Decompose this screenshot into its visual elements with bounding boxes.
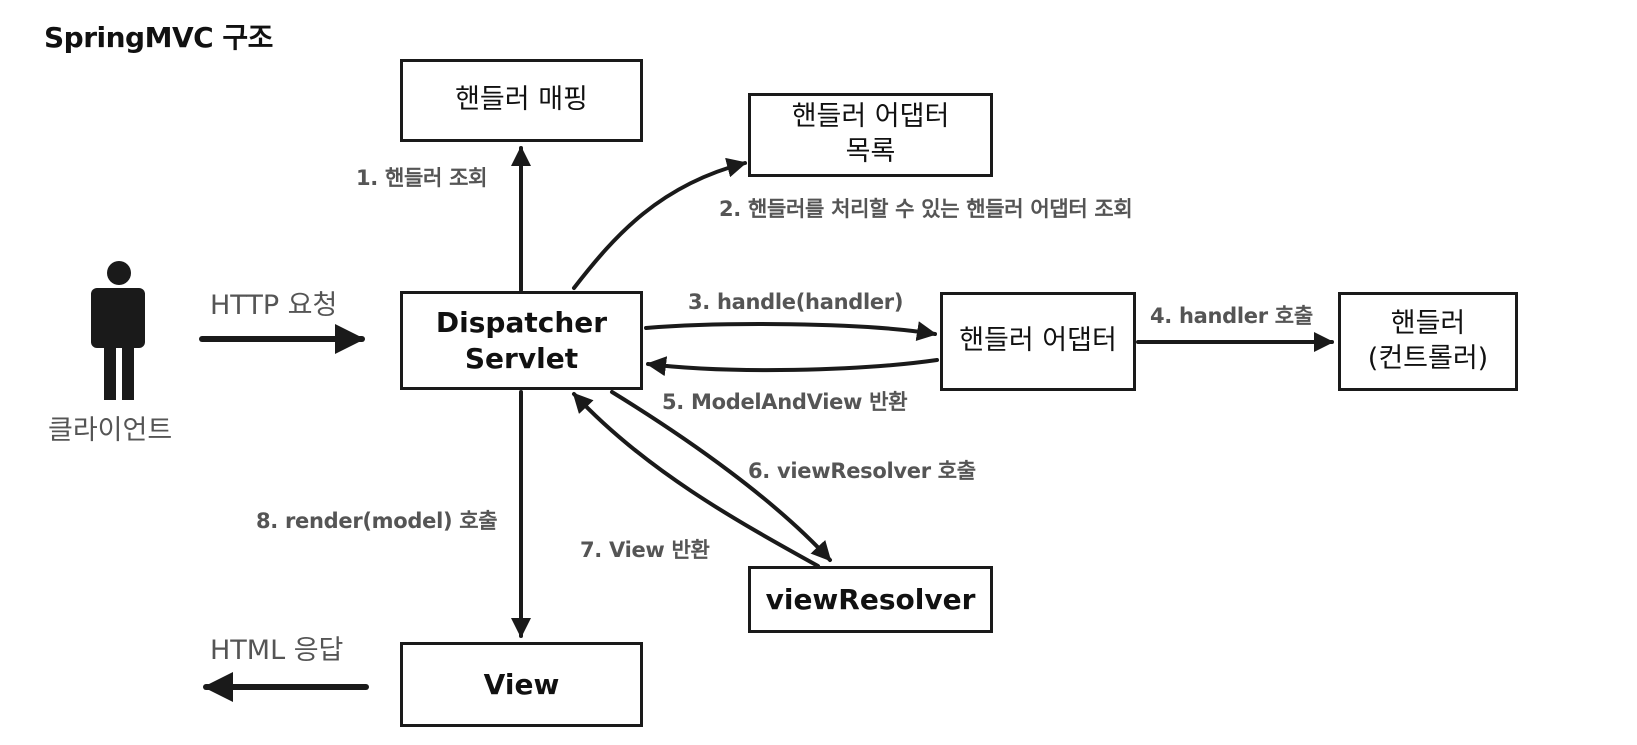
step3-arrow <box>644 321 937 342</box>
handler-label-2: (컨트롤러) <box>1367 342 1489 374</box>
dispatcher-servlet-label-2: Servlet <box>464 341 579 375</box>
handler-adapter-list-label-2: 목록 <box>845 136 896 167</box>
step-8-label: 8. render(model) 호출 <box>256 509 498 533</box>
html-response-label: HTML 응답 <box>210 635 344 666</box>
http-request-label: HTTP 요청 <box>210 290 338 321</box>
client-label: 클라이언트 <box>48 415 173 446</box>
dispatcher-servlet-label-1: Dispatcher <box>435 305 608 339</box>
client-person-icon <box>91 261 145 400</box>
view-label: View <box>483 667 560 701</box>
handler-adapter-box: 핸들러 어댑터 <box>940 292 1136 391</box>
step-4-label: 4. handler 호출 <box>1150 304 1313 328</box>
step-7-label: 7. View 반환 <box>580 538 710 562</box>
handler-adapter-list-box: 핸들러 어댑터 목록 <box>748 93 993 177</box>
view-resolver-box: viewResolver <box>748 566 993 633</box>
view-box: View <box>400 642 643 727</box>
handler-adapter-list-label-1: 핸들러 어댑터 <box>791 101 950 133</box>
view-resolver-label: viewResolver <box>765 582 976 616</box>
step-1-label: 1. 핸들러 조회 <box>356 166 488 190</box>
step-5-label: 5. ModelAndView 반환 <box>662 390 908 414</box>
step6-arrow <box>610 390 832 562</box>
handler-mapping-box: 핸들러 매핑 <box>400 59 643 142</box>
step-2-label: 2. 핸들러를 처리할 수 있는 핸들러 어댑터 조회 <box>719 197 1133 221</box>
handler-mapping-label: 핸들러 매핑 <box>455 84 588 116</box>
handler-adapter-label: 핸들러 어댑터 <box>959 325 1117 357</box>
diagram-title: SpringMVC 구조 <box>44 21 273 54</box>
handler-box: 핸들러 (컨트롤러) <box>1338 292 1518 391</box>
step5-arrow <box>646 356 939 377</box>
step-6-label: 6. viewResolver 호출 <box>748 459 976 483</box>
dispatcher-servlet-box: Dispatcher Servlet <box>400 291 643 390</box>
step7-arrow <box>572 392 820 568</box>
step-3-label: 3. handle(handler) <box>688 290 904 314</box>
step2-arrow <box>572 157 747 290</box>
handler-label-1: 핸들러 <box>1390 307 1466 339</box>
